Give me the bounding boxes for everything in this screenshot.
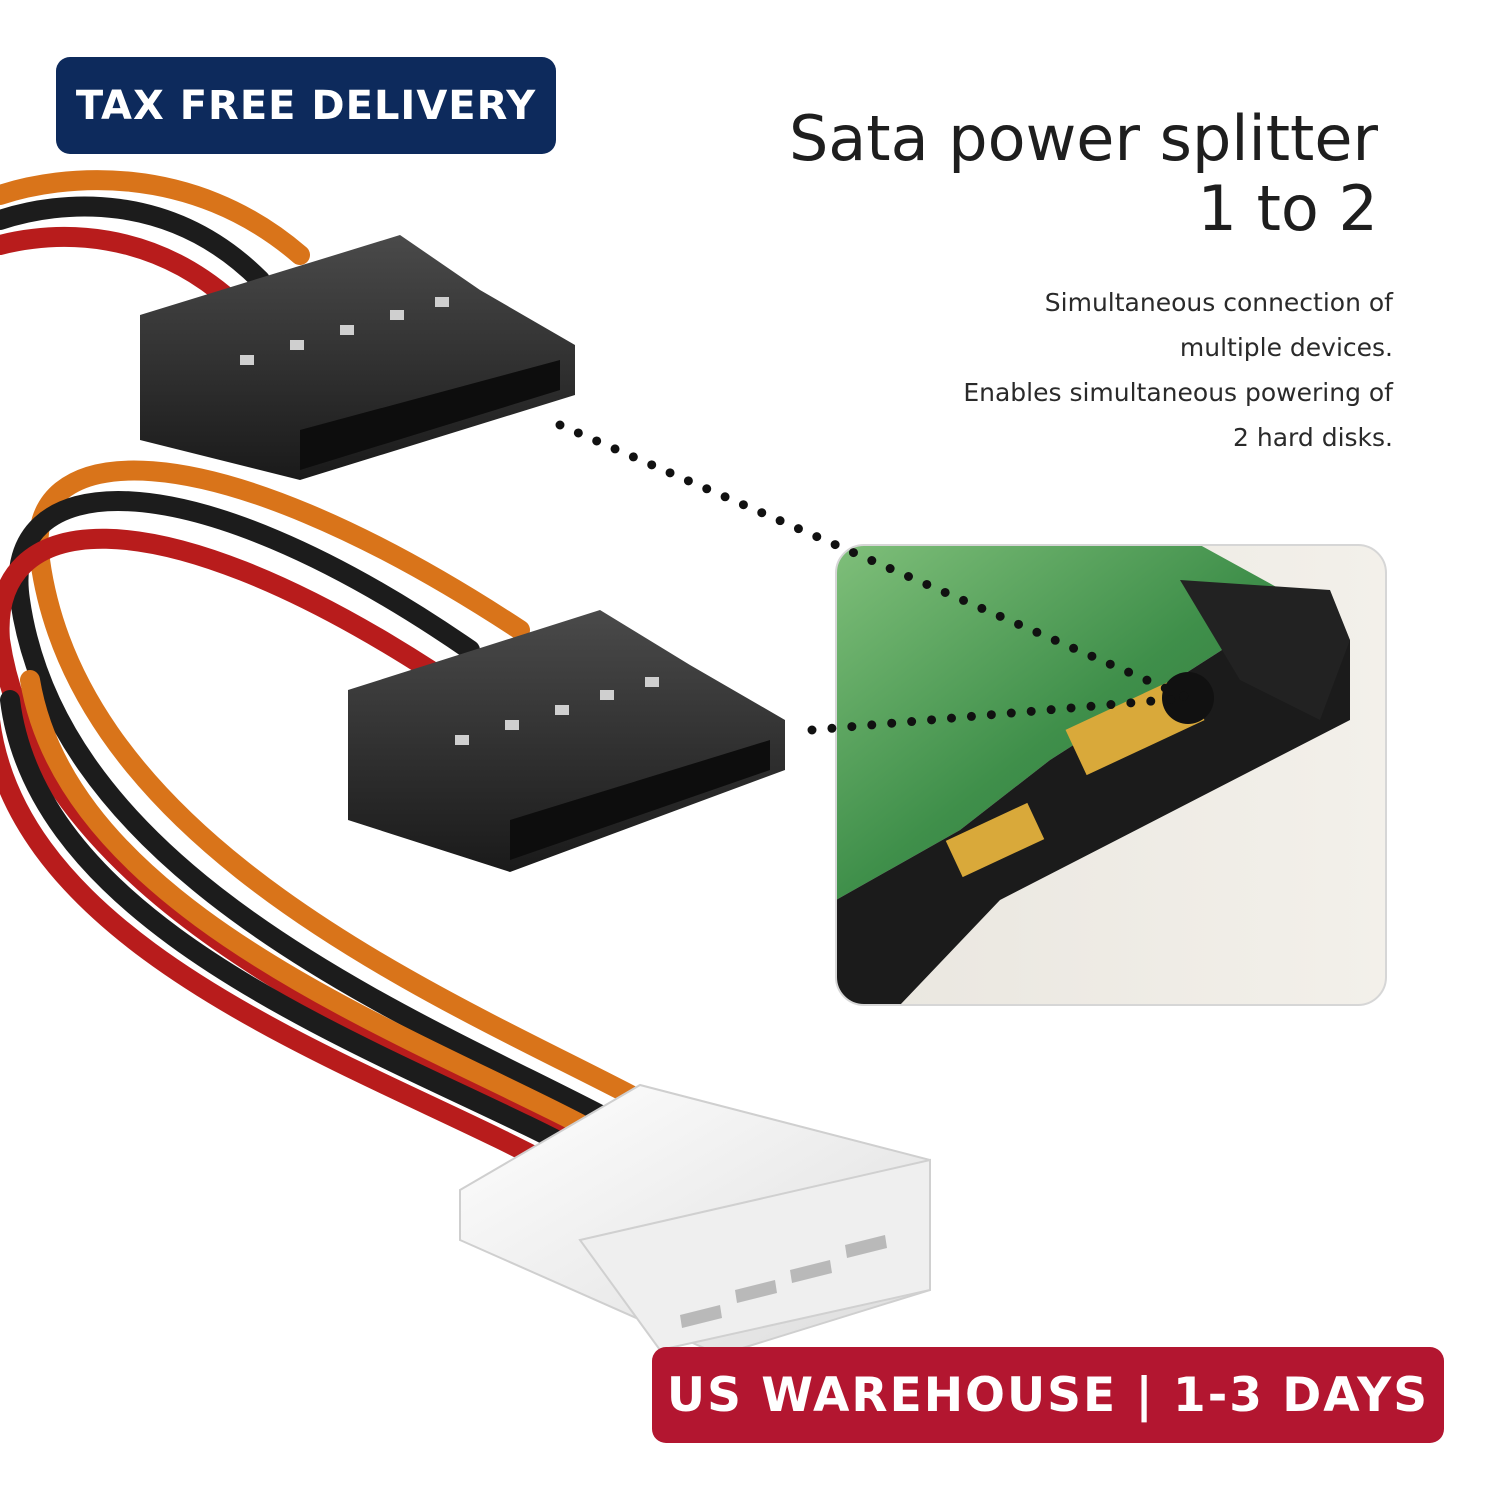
product-title-line-1: Sata power splitter [788,102,1378,175]
product-title-line-2: 1 to 2 [1197,172,1378,245]
description-line-4: 2 hard disks. [1233,423,1393,452]
us-warehouse-badge: US WAREHOUSE | 1-3 DAYS [652,1347,1444,1443]
photo-frame [835,544,1387,1006]
description-line-3: Enables simultaneous powering of [963,378,1393,407]
dotted-leader-lines [555,420,1193,735]
product-description: Simultaneous connection of multiple devi… [873,280,1393,460]
molex-connector [459,1083,931,1357]
lower-cable [0,460,650,1180]
product-title: Sata power splitter 1 to 2 [789,104,1378,244]
hdd-connector-photo [836,545,1386,1005]
upper-cable [0,170,310,310]
description-line-2: multiple devices. [1179,333,1393,362]
sata-connector-1 [140,235,575,480]
tax-free-delivery-badge: TAX FREE DELIVERY [56,57,556,154]
description-line-1: Simultaneous connection of [1044,288,1393,317]
sata-connector-2 [348,610,785,872]
